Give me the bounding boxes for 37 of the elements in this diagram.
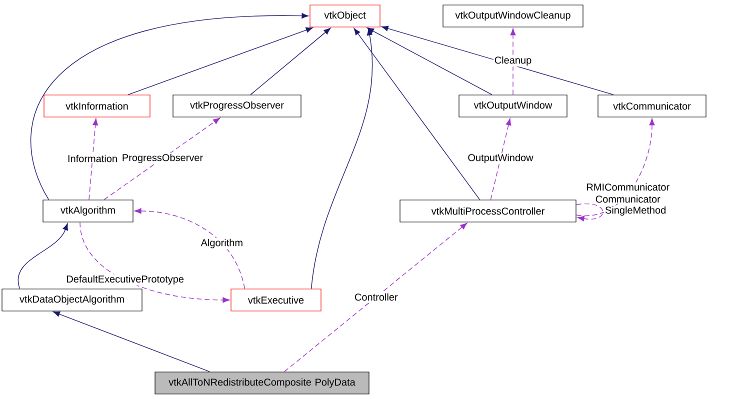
class-box: vtkAlgorithm	[42, 200, 134, 222]
class-box: vtkObject	[310, 4, 380, 28]
class-box: vtkOutputWindowCleanup	[442, 4, 584, 28]
edge-label: Information	[66, 154, 119, 164]
arrow	[30, 13, 309, 200]
arrow	[576, 118, 655, 216]
arrow	[310, 28, 373, 290]
edge-label: OutputWindow	[466, 152, 534, 164]
arrow	[80, 222, 230, 303]
edge-label: DefaultExecutivePrototype	[65, 274, 186, 286]
edge-label: Algorithm	[200, 238, 244, 250]
arrow	[367, 28, 492, 96]
arrow	[354, 28, 480, 200]
edge-label: SingleMethod	[604, 205, 668, 217]
class-box: vtkOutputWindow	[458, 94, 568, 118]
arrow	[284, 222, 468, 372]
arrow	[510, 28, 516, 96]
edge-label: Cleanup	[493, 55, 533, 67]
arrow	[134, 208, 246, 290]
edge-label: Controller	[353, 292, 399, 302]
arrow	[576, 203, 604, 222]
arrow	[381, 26, 614, 96]
class-box: vtkCommunicator	[598, 94, 706, 118]
class-box: vtkProgressObserver	[172, 94, 302, 118]
class-box: vtkExecutive	[230, 288, 322, 312]
arrow	[250, 28, 331, 96]
arrow	[18, 223, 68, 290]
arrow	[88, 118, 98, 200]
arrow	[53, 311, 210, 372]
edge-label: ProgressObserver	[120, 152, 204, 164]
arrow	[490, 118, 512, 200]
class-box: vtkInformation	[44, 94, 150, 118]
class-box: vtkMultiProcessController	[400, 200, 576, 222]
class-box: vtkDataObjectAlgorithm	[2, 288, 142, 312]
class-box: vtkAllToNRedistributeComposite PolyData	[154, 372, 370, 394]
arrow	[128, 27, 313, 96]
arrow	[104, 118, 220, 200]
